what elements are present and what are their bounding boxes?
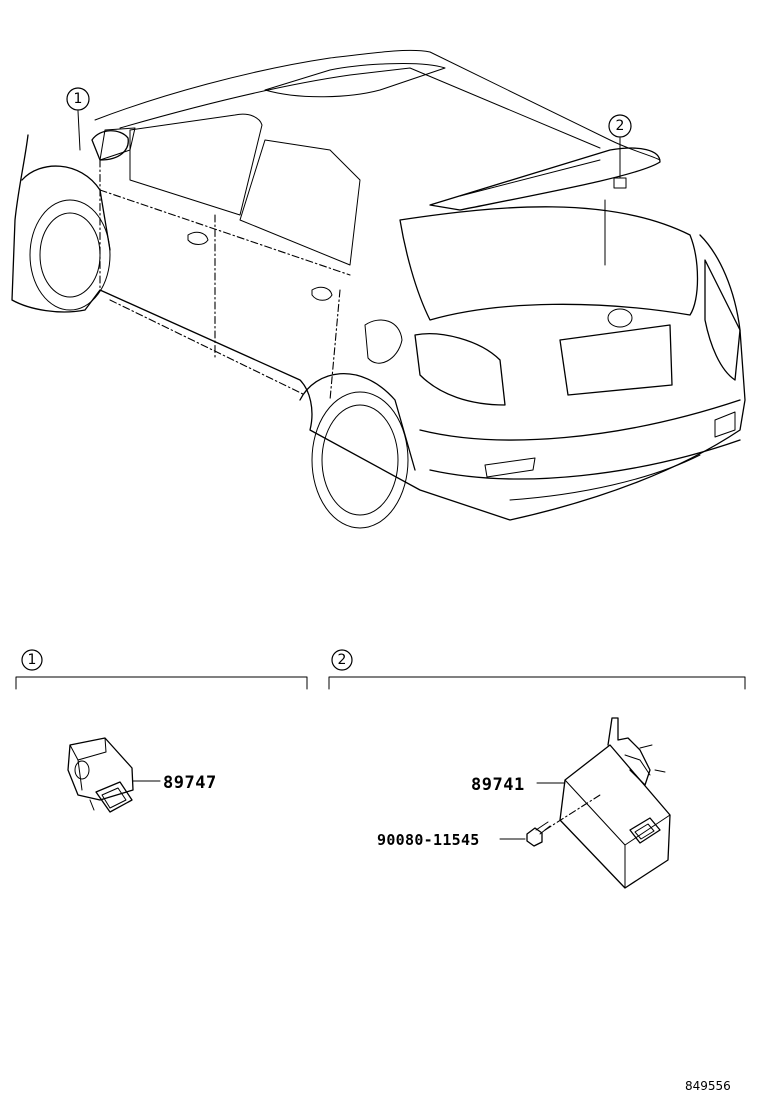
vehicle-illustration [11, 49, 746, 529]
bolt-90080-11545 [526, 821, 551, 847]
section-2-marker: 2 [338, 652, 347, 668]
callout-2-car: 2 [608, 114, 632, 179]
part-number-89741: 89741 [471, 775, 525, 795]
callout-2-label: 2 [616, 118, 625, 134]
callout-1-car: 1 [66, 87, 90, 151]
control-module-89741 [559, 717, 671, 889]
section-1: 1 89747 [15, 649, 308, 813]
section-1-bracket [15, 676, 308, 690]
section-1-marker: 1 [28, 652, 37, 668]
part-number-89747: 89747 [163, 773, 217, 793]
sensor-part-89747 [67, 737, 134, 813]
diagram-reference-code: 849556 [685, 1079, 731, 1093]
section-2-bracket [328, 676, 746, 690]
part-number-90080-11545: 90080-11545 [377, 831, 480, 849]
section-2: 2 89741 90080-11545 [328, 649, 746, 889]
callout-1-label: 1 [74, 91, 83, 107]
bolt-install-line [544, 794, 601, 831]
